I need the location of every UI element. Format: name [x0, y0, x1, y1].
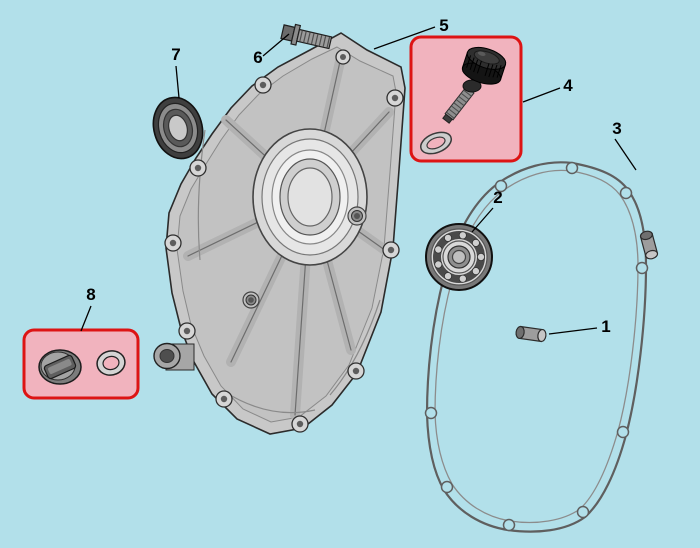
leader-line — [373, 26, 436, 50]
leader-line — [471, 207, 494, 233]
part-8-assembly — [22, 328, 140, 400]
drain-plug-wing — [43, 354, 77, 380]
callout-part-2[interactable]: 2 — [471, 188, 503, 233]
dowel-pin-illustration — [515, 325, 547, 343]
callout-part-6[interactable]: 6 — [253, 33, 290, 67]
cover-contours — [197, 129, 381, 414]
dipstick-collar — [462, 79, 482, 93]
part-number-label: 7 — [171, 45, 180, 64]
crankcase-cover-illustration — [153, 32, 406, 435]
leader-line — [80, 305, 92, 332]
oil-seal-illustration — [152, 96, 204, 160]
leader-line — [522, 87, 561, 103]
part-number-label: 6 — [253, 48, 262, 67]
callout-part-5[interactable]: 5 — [373, 16, 449, 50]
dipstick-gasket-illustration — [419, 131, 453, 155]
dipstick-cap — [461, 46, 507, 85]
drain-plug-illustration — [38, 349, 82, 385]
callout-part-1[interactable]: 1 — [548, 317, 611, 336]
drain-plug-washer-illustration — [96, 350, 126, 376]
callout-part-3[interactable]: 3 — [612, 119, 637, 171]
leader-line — [614, 138, 637, 171]
leader-line — [262, 33, 290, 57]
cover-bolt-holes — [164, 49, 404, 433]
flange-bolt-illustration — [280, 23, 333, 50]
part-number-label: 4 — [563, 76, 573, 95]
dipstick-stem-threads — [446, 89, 472, 119]
part-4-assembly — [409, 35, 523, 163]
dipstick-tip — [442, 113, 453, 124]
callout-part-4[interactable]: 4 — [522, 76, 573, 103]
leader-line — [175, 65, 180, 99]
part-number-label: 1 — [601, 317, 610, 336]
part-number-label: 3 — [612, 119, 621, 138]
ball-bearing-illustration — [425, 223, 493, 291]
cover-drain-boss — [153, 342, 195, 371]
part-number-label: 8 — [86, 285, 95, 304]
leader-line — [548, 327, 598, 335]
dowel-pin-illustration — [639, 230, 659, 260]
cover-bearing-bore — [252, 128, 368, 266]
part-number-label: 2 — [493, 188, 502, 207]
cover-threaded-holes — [242, 206, 367, 309]
callout-part-8[interactable]: 8 — [80, 285, 96, 332]
callout-part-7[interactable]: 7 — [171, 45, 181, 99]
bolt-threads — [299, 30, 331, 48]
part-number-label: 5 — [439, 16, 448, 35]
bearing-balls — [434, 231, 485, 283]
dipstick-illustration — [442, 46, 507, 124]
